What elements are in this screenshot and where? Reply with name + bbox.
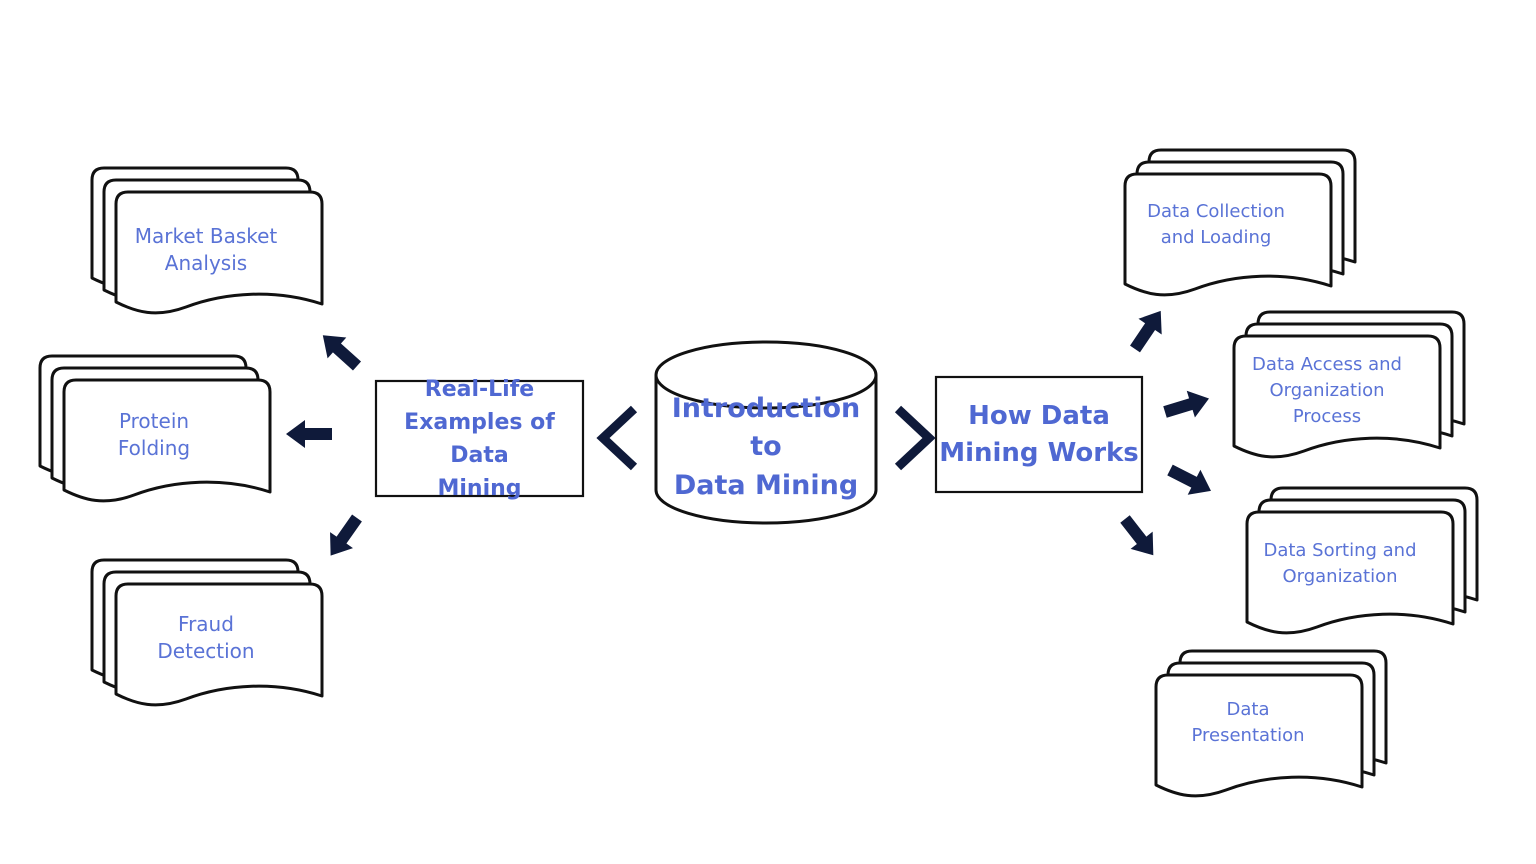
arrow-down-left-icon [330, 514, 362, 556]
arrow-right-down-icon [1167, 464, 1211, 495]
arrow-right-icon [1163, 390, 1209, 418]
example-protein-folding: Protein Folding [117, 409, 191, 460]
step-data-sorting: Data Sorting and Organization [1263, 539, 1417, 587]
example-market-basket: Market Basket Analysis [134, 224, 278, 275]
left-hub-box [374, 379, 585, 498]
right-hub-title: How Data Mining Works [939, 401, 1139, 468]
left-hub-title: Real-Life Examples of Data Mining [404, 377, 555, 501]
right-hub-box [934, 375, 1144, 494]
arrow-left-icon [286, 420, 332, 448]
chevron-right-icon [894, 405, 936, 471]
arrow-up-right-icon [1130, 310, 1162, 353]
arrow-down-right-icon [1120, 515, 1154, 556]
center-title: Introduction to Data Mining [671, 393, 861, 501]
example-fraud-detection: Fraud Detection [157, 612, 255, 663]
arrow-up-left-icon [322, 335, 362, 371]
step-data-access: Data Access and Organization Process [1252, 353, 1402, 428]
step-data-presentation: Data Presentation [1191, 698, 1305, 746]
chevron-left-icon [596, 405, 638, 471]
step-data-collection: Data Collection and Loading [1147, 200, 1285, 248]
center-cylinder [654, 340, 878, 525]
